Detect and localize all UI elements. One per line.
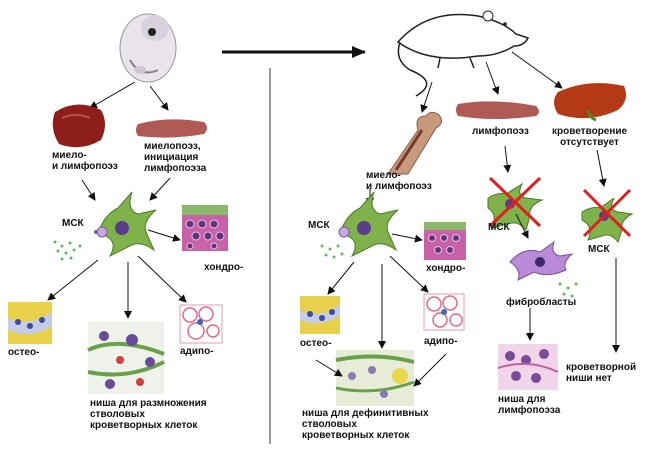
hematopoietic-dots-right [320,244,344,259]
msc-cell-right-icon [338,191,399,258]
arrow-msc-adipo-left [137,255,187,303]
arrow-rat-liver [511,51,563,89]
arrow-embryo-liver [89,81,136,109]
left-chondro-label: хондро- [204,262,244,273]
arrow-msc-adipo-right [389,255,429,293]
msc-cell-left-icon [94,191,157,258]
arrow-adipo-niche-right [413,353,447,387]
osteo-tissue-left-icon [8,302,52,344]
arrow-osteo-niche-right [315,359,343,377]
right-liver-msc-label: МСК [588,244,610,255]
arrow-rat-spleen [485,61,500,95]
arrow-msc-osteo-left [47,259,99,301]
lymphopoiesis-niche-icon [497,344,559,390]
right-msc-label: МСК [308,220,330,231]
right-adipo-label: адипо- [424,336,458,347]
right-bone-label: миело-и лимфопоэз [366,170,432,192]
fibroblast-cell-icon [509,240,574,282]
hematopoietic-dots-left [53,240,82,261]
right-spleen-label: лимфопоэз [472,126,529,137]
left-adipo-label: адипо- [180,346,214,357]
adult-spleen-icon [456,101,539,119]
arrow-embryo-spleen [149,85,169,111]
left-osteo-label: остео- [8,347,40,358]
right-spleen-msc-label: МСК [488,222,510,233]
niche-tissue-right-icon [335,350,415,406]
arrow-spleenmsc-fibro [515,213,529,239]
arrow-rat-bone [420,81,433,113]
adult-liver-icon [554,83,626,122]
fetal-spleen-icon [136,119,207,138]
arrow-msc-osteo-right [327,261,355,295]
arrow-msc-chondro-left [147,229,181,242]
adipo-tissue-left-icon [179,304,223,344]
left-liver-label: миело-и лимфопоэз [52,150,118,172]
right-fibroblast-label: фибробласты [506,297,577,308]
arrow-liver-msc-right [596,149,607,187]
arrow-spleen-msc [149,177,171,201]
adipo-tissue-right-icon [423,293,465,331]
spleen-msc-crossed-icon [487,176,544,232]
fetal-liver-icon [52,104,105,148]
arrow-spleen-msc-right [503,145,512,173]
left-msc-label: МСК [62,218,84,229]
right-chondro-label: хондро- [426,263,466,274]
chondro-tissue-right-icon [424,222,466,260]
fibroblast-dots [558,282,578,298]
niche-tissue-left-icon [87,322,165,394]
osteo-tissue-right-icon [300,296,340,334]
right-osteo-label: остео- [300,338,332,349]
embryo-icon [119,13,177,83]
rat-icon [396,10,530,97]
chondro-tissue-left-icon [182,205,228,251]
arrow-msc-chondro-right [391,233,423,243]
arrow-liver-msc [81,179,96,201]
liver-msc-crossed-icon [581,188,634,244]
bone-icon [387,111,442,175]
